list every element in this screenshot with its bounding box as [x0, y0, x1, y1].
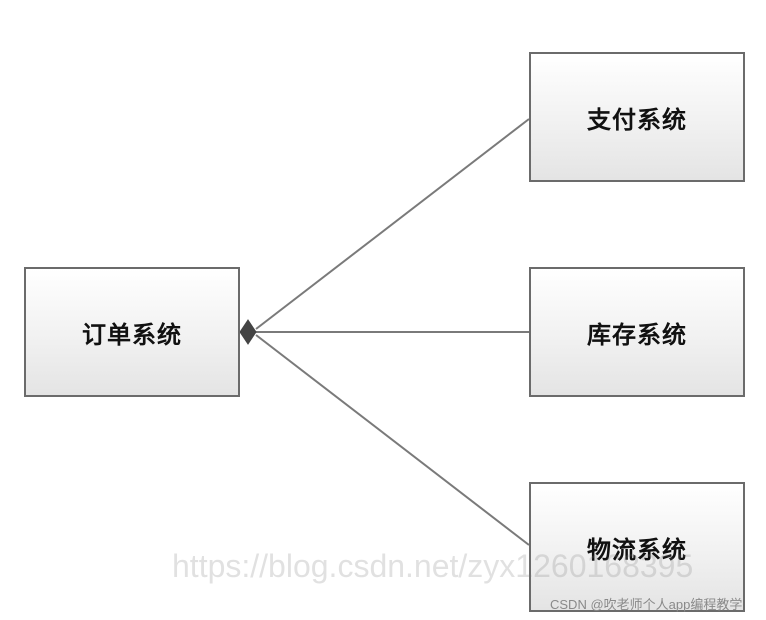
url-watermark: https://blog.csdn.net/zyx1260168395	[172, 548, 694, 584]
payment-system-label: 支付系统	[587, 105, 687, 134]
logistics-system-node[interactable]: 物流系统	[529, 482, 745, 612]
order-system-node[interactable]: 订单系统	[24, 267, 240, 397]
inventory-system-label: 库存系统	[587, 320, 687, 349]
link-order-payment	[255, 118, 530, 330]
csdn-credit-watermark: CSDN @吹老师个人app编程教学	[550, 597, 743, 612]
payment-system-node[interactable]: 支付系统	[529, 52, 745, 182]
aggregation-diamond-icon	[239, 319, 257, 345]
order-system-label: 订单系统	[82, 320, 182, 349]
inventory-system-node[interactable]: 库存系统	[529, 267, 745, 397]
logistics-system-label: 物流系统	[587, 535, 687, 564]
link-order-logistics	[255, 334, 530, 546]
